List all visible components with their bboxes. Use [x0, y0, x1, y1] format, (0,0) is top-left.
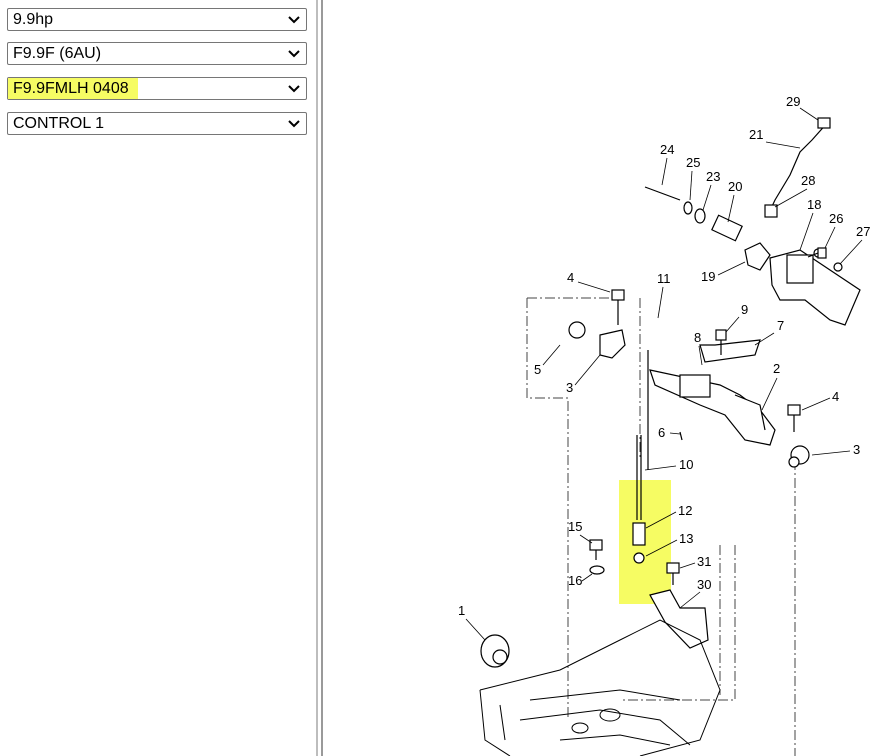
callout-12: 12 [678, 503, 692, 518]
linkage-parts [568, 117, 861, 649]
pane-divider[interactable] [316, 0, 318, 756]
callout-5: 5 [534, 362, 541, 377]
chevron-down-icon [288, 120, 300, 128]
pane-divider-edge [321, 0, 323, 756]
callout-29: 29 [786, 94, 800, 109]
callout-31: 31 [697, 554, 711, 569]
callout-20: 20 [728, 179, 742, 194]
variant-select-value: F9.9FMLH 0408 [13, 80, 129, 97]
chevron-down-icon [288, 16, 300, 24]
callout-13: 13 [679, 531, 693, 546]
callout-labels: 29 21 24 25 23 20 28 18 26 27 19 4 11 9 … [458, 94, 870, 618]
variant-select[interactable]: F9.9FMLH 0408 [7, 77, 307, 100]
chevron-down-icon [288, 50, 300, 58]
bolt-parts [480, 247, 827, 668]
left-panel: 9.9hp F9.9F (6AU) F9.9FMLH 0408 CONTROL … [0, 0, 316, 756]
callout-4: 4 [567, 270, 574, 285]
callout-9: 9 [741, 302, 748, 317]
selection-highlight [8, 78, 138, 99]
callout-7: 7 [777, 318, 784, 333]
callout-16: 16 [568, 573, 582, 588]
callout-15: 15 [568, 519, 582, 534]
callout-21: 21 [749, 127, 763, 142]
chevron-down-icon [288, 85, 300, 93]
callout-27: 27 [856, 224, 870, 239]
callout-28: 28 [801, 173, 815, 188]
callout-23: 23 [706, 169, 720, 184]
callout-3b: 3 [853, 442, 860, 457]
horsepower-select[interactable]: 9.9hp [7, 8, 307, 31]
callout-26: 26 [829, 211, 843, 226]
callout-1: 1 [458, 603, 465, 618]
callout-18: 18 [807, 197, 821, 212]
section-select[interactable]: CONTROL 1 [7, 112, 307, 135]
callout-8: 8 [694, 330, 701, 345]
nut-parts [632, 522, 646, 564]
callout-4b: 4 [832, 389, 839, 404]
rod-part [636, 350, 649, 520]
callout-25: 25 [686, 155, 700, 170]
callout-24: 24 [660, 142, 674, 157]
parts-diagram-svg: 29 21 24 25 23 20 28 18 26 27 19 4 11 9 … [458, 94, 870, 756]
parts-diagram: 29 21 24 25 23 20 28 18 26 27 19 4 11 9 … [324, 0, 879, 756]
callout-6: 6 [658, 425, 665, 440]
model-select[interactable]: F9.9F (6AU) [7, 42, 307, 65]
section-select-value: CONTROL 1 [13, 115, 104, 132]
callout-11: 11 [657, 271, 671, 286]
horsepower-select-value: 9.9hp [13, 11, 54, 28]
lower-housing [479, 619, 721, 756]
assembly-outline [526, 297, 796, 756]
callout-2: 2 [773, 361, 780, 376]
callout-30: 30 [697, 577, 711, 592]
callout-3: 3 [566, 380, 573, 395]
model-select-value: F9.9F (6AU) [13, 45, 102, 62]
callout-10: 10 [679, 457, 693, 472]
leader-lines [465, 107, 863, 641]
callout-19: 19 [701, 269, 715, 284]
